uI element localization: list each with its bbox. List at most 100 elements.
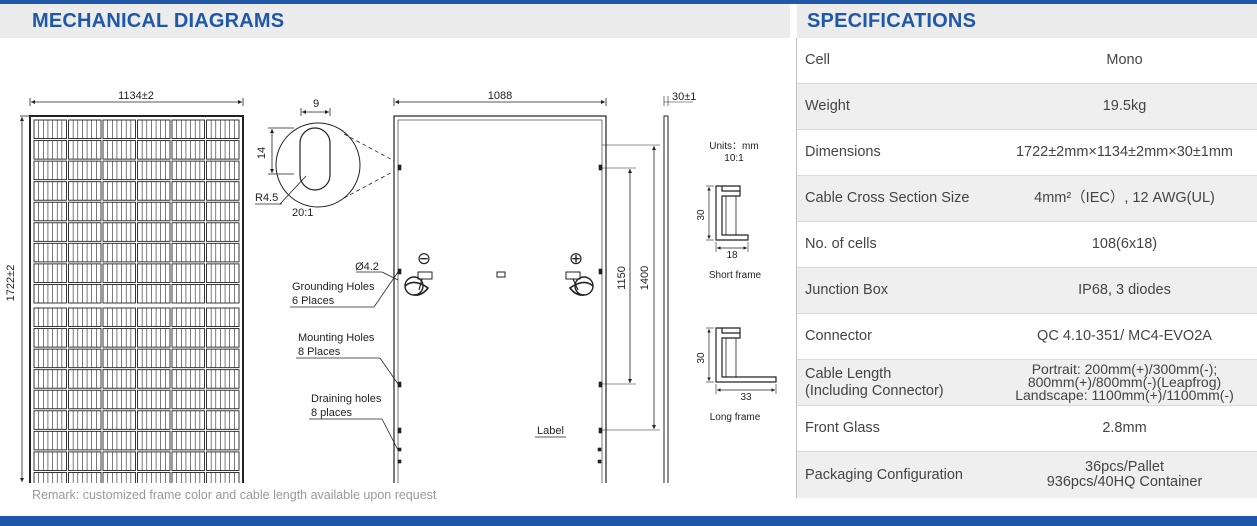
solar-cell <box>171 430 205 451</box>
solar-cell <box>68 181 102 201</box>
front-height-label: 1722±2 <box>5 265 17 302</box>
solar-cell <box>68 160 102 181</box>
solar-cell <box>68 389 102 410</box>
solar-cell <box>206 283 240 304</box>
solar-cell <box>171 369 205 389</box>
solar-cell <box>102 307 136 328</box>
spec-value: Portrait: 200mm(+)/300mm(-); 800mm(+)/80… <box>992 362 1257 402</box>
solar-cell <box>137 471 171 483</box>
spec-value: QC 4.10-351/ MC4-EVO2A <box>1037 328 1212 344</box>
solar-cell <box>206 222 240 242</box>
solar-cell <box>102 201 136 222</box>
solar-cell <box>102 430 136 451</box>
solar-cell <box>206 160 240 181</box>
solar-cell <box>137 140 171 160</box>
solar-cell <box>206 242 240 263</box>
spec-label: No. of cells <box>805 236 877 252</box>
solar-cell <box>137 242 171 263</box>
draining-holes-line1: Draining holes <box>311 393 382 405</box>
spec-row-cable-length: Cable Length (Including Connector) Portr… <box>797 360 1257 406</box>
short-frame-height: 30 <box>696 209 707 221</box>
detail-height-label: 14 <box>256 147 268 159</box>
solar-cell <box>137 263 171 283</box>
solar-cell <box>68 348 102 369</box>
solar-cell <box>102 119 136 140</box>
spec-value: 108(6x18) <box>1091 236 1158 252</box>
solar-cell <box>33 242 67 263</box>
solar-cell <box>171 160 205 181</box>
draining-holes-line2: 8 places <box>311 407 352 419</box>
solar-cell <box>171 410 205 430</box>
solar-cell <box>171 222 205 242</box>
bottom-rule <box>0 516 1257 526</box>
short-frame-width: 18 <box>726 250 738 261</box>
solar-cell <box>171 263 205 283</box>
long-frame-width: 33 <box>740 392 752 403</box>
solar-cell <box>171 471 205 483</box>
spec-value-line: 36pcs/Pallet <box>1085 459 1164 475</box>
solar-cell <box>102 242 136 263</box>
solar-cell <box>68 201 102 222</box>
solar-cell <box>68 283 102 304</box>
dim-1150-label: 1150 <box>616 266 628 290</box>
solar-cell <box>137 410 171 430</box>
back-view: 1088 ⊖ ⊕ Label <box>290 90 660 483</box>
solar-cell <box>33 389 67 410</box>
side-thickness-label: 30±1 <box>672 91 696 103</box>
solar-cell <box>137 369 171 389</box>
solar-cell <box>206 201 240 222</box>
frame-profiles: Units：mm 10:1 30 18 Short frame 30 33 Lo… <box>696 141 777 423</box>
solar-cell <box>137 348 171 369</box>
solar-cell <box>33 119 67 140</box>
mechanical-diagrams-title: MECHANICAL DIAGRAMS <box>32 9 285 32</box>
solar-cell <box>33 160 67 181</box>
solar-cell <box>33 140 67 160</box>
solar-cell <box>206 471 240 483</box>
solar-cell <box>171 389 205 410</box>
solar-cell <box>171 140 205 160</box>
solar-cell <box>33 430 67 451</box>
solar-cell <box>206 307 240 328</box>
hole-detail: 9 14 R4.5 20:1 <box>255 98 399 219</box>
solar-cell <box>206 369 240 389</box>
solar-cell <box>33 181 67 201</box>
spec-row-no-of-cells: No. of cells 108(6x18) <box>797 222 1257 268</box>
solar-cell <box>102 160 136 181</box>
detail-width-label: 9 <box>313 98 319 110</box>
section-divider <box>796 38 797 498</box>
spec-row-packaging: Packaging Configuration 36pcs/Pallet 936… <box>797 452 1257 498</box>
spec-label: Front Glass <box>805 420 880 436</box>
solar-cell <box>68 119 102 140</box>
spec-label: Cell <box>805 52 830 68</box>
spec-value: 19.5kg <box>1102 98 1147 114</box>
solar-cell <box>102 389 136 410</box>
specifications-header: SPECIFICATIONS <box>797 4 1257 38</box>
solar-cell <box>171 201 205 222</box>
solar-cell <box>68 307 102 328</box>
solar-cell <box>206 181 240 201</box>
solar-cell <box>137 201 171 222</box>
dim-1400-label: 1400 <box>639 266 651 290</box>
spec-row-cell: Cell Mono <box>797 38 1257 84</box>
solar-cell <box>137 328 171 348</box>
solar-cell <box>68 222 102 242</box>
mechanical-diagrams-header: MECHANICAL DIAGRAMS <box>0 4 790 38</box>
solar-cell <box>33 307 67 328</box>
solar-cell <box>102 328 136 348</box>
solar-cell <box>171 348 205 369</box>
solar-cell <box>171 181 205 201</box>
specifications-title: SPECIFICATIONS <box>807 9 977 32</box>
spec-label: Dimensions <box>805 144 881 160</box>
grounding-holes-line2: 6 Places <box>292 295 335 307</box>
solar-cell <box>171 283 205 304</box>
label-box-text: Label <box>537 425 564 437</box>
spec-label: Connector <box>805 328 872 344</box>
solar-cell <box>68 328 102 348</box>
solar-cell <box>33 263 67 283</box>
long-frame-caption: Long frame <box>710 412 761 423</box>
solar-cell <box>68 140 102 160</box>
solar-cell <box>206 140 240 160</box>
plus-terminal-icon: ⊕ <box>569 249 583 268</box>
spec-value-line: 800mm(+)/800mm(-)(Leapfrog) <box>1027 374 1222 390</box>
spec-row-cable-cross-section: Cable Cross Section Size 4mm²（IEC）, 12 A… <box>797 176 1257 222</box>
